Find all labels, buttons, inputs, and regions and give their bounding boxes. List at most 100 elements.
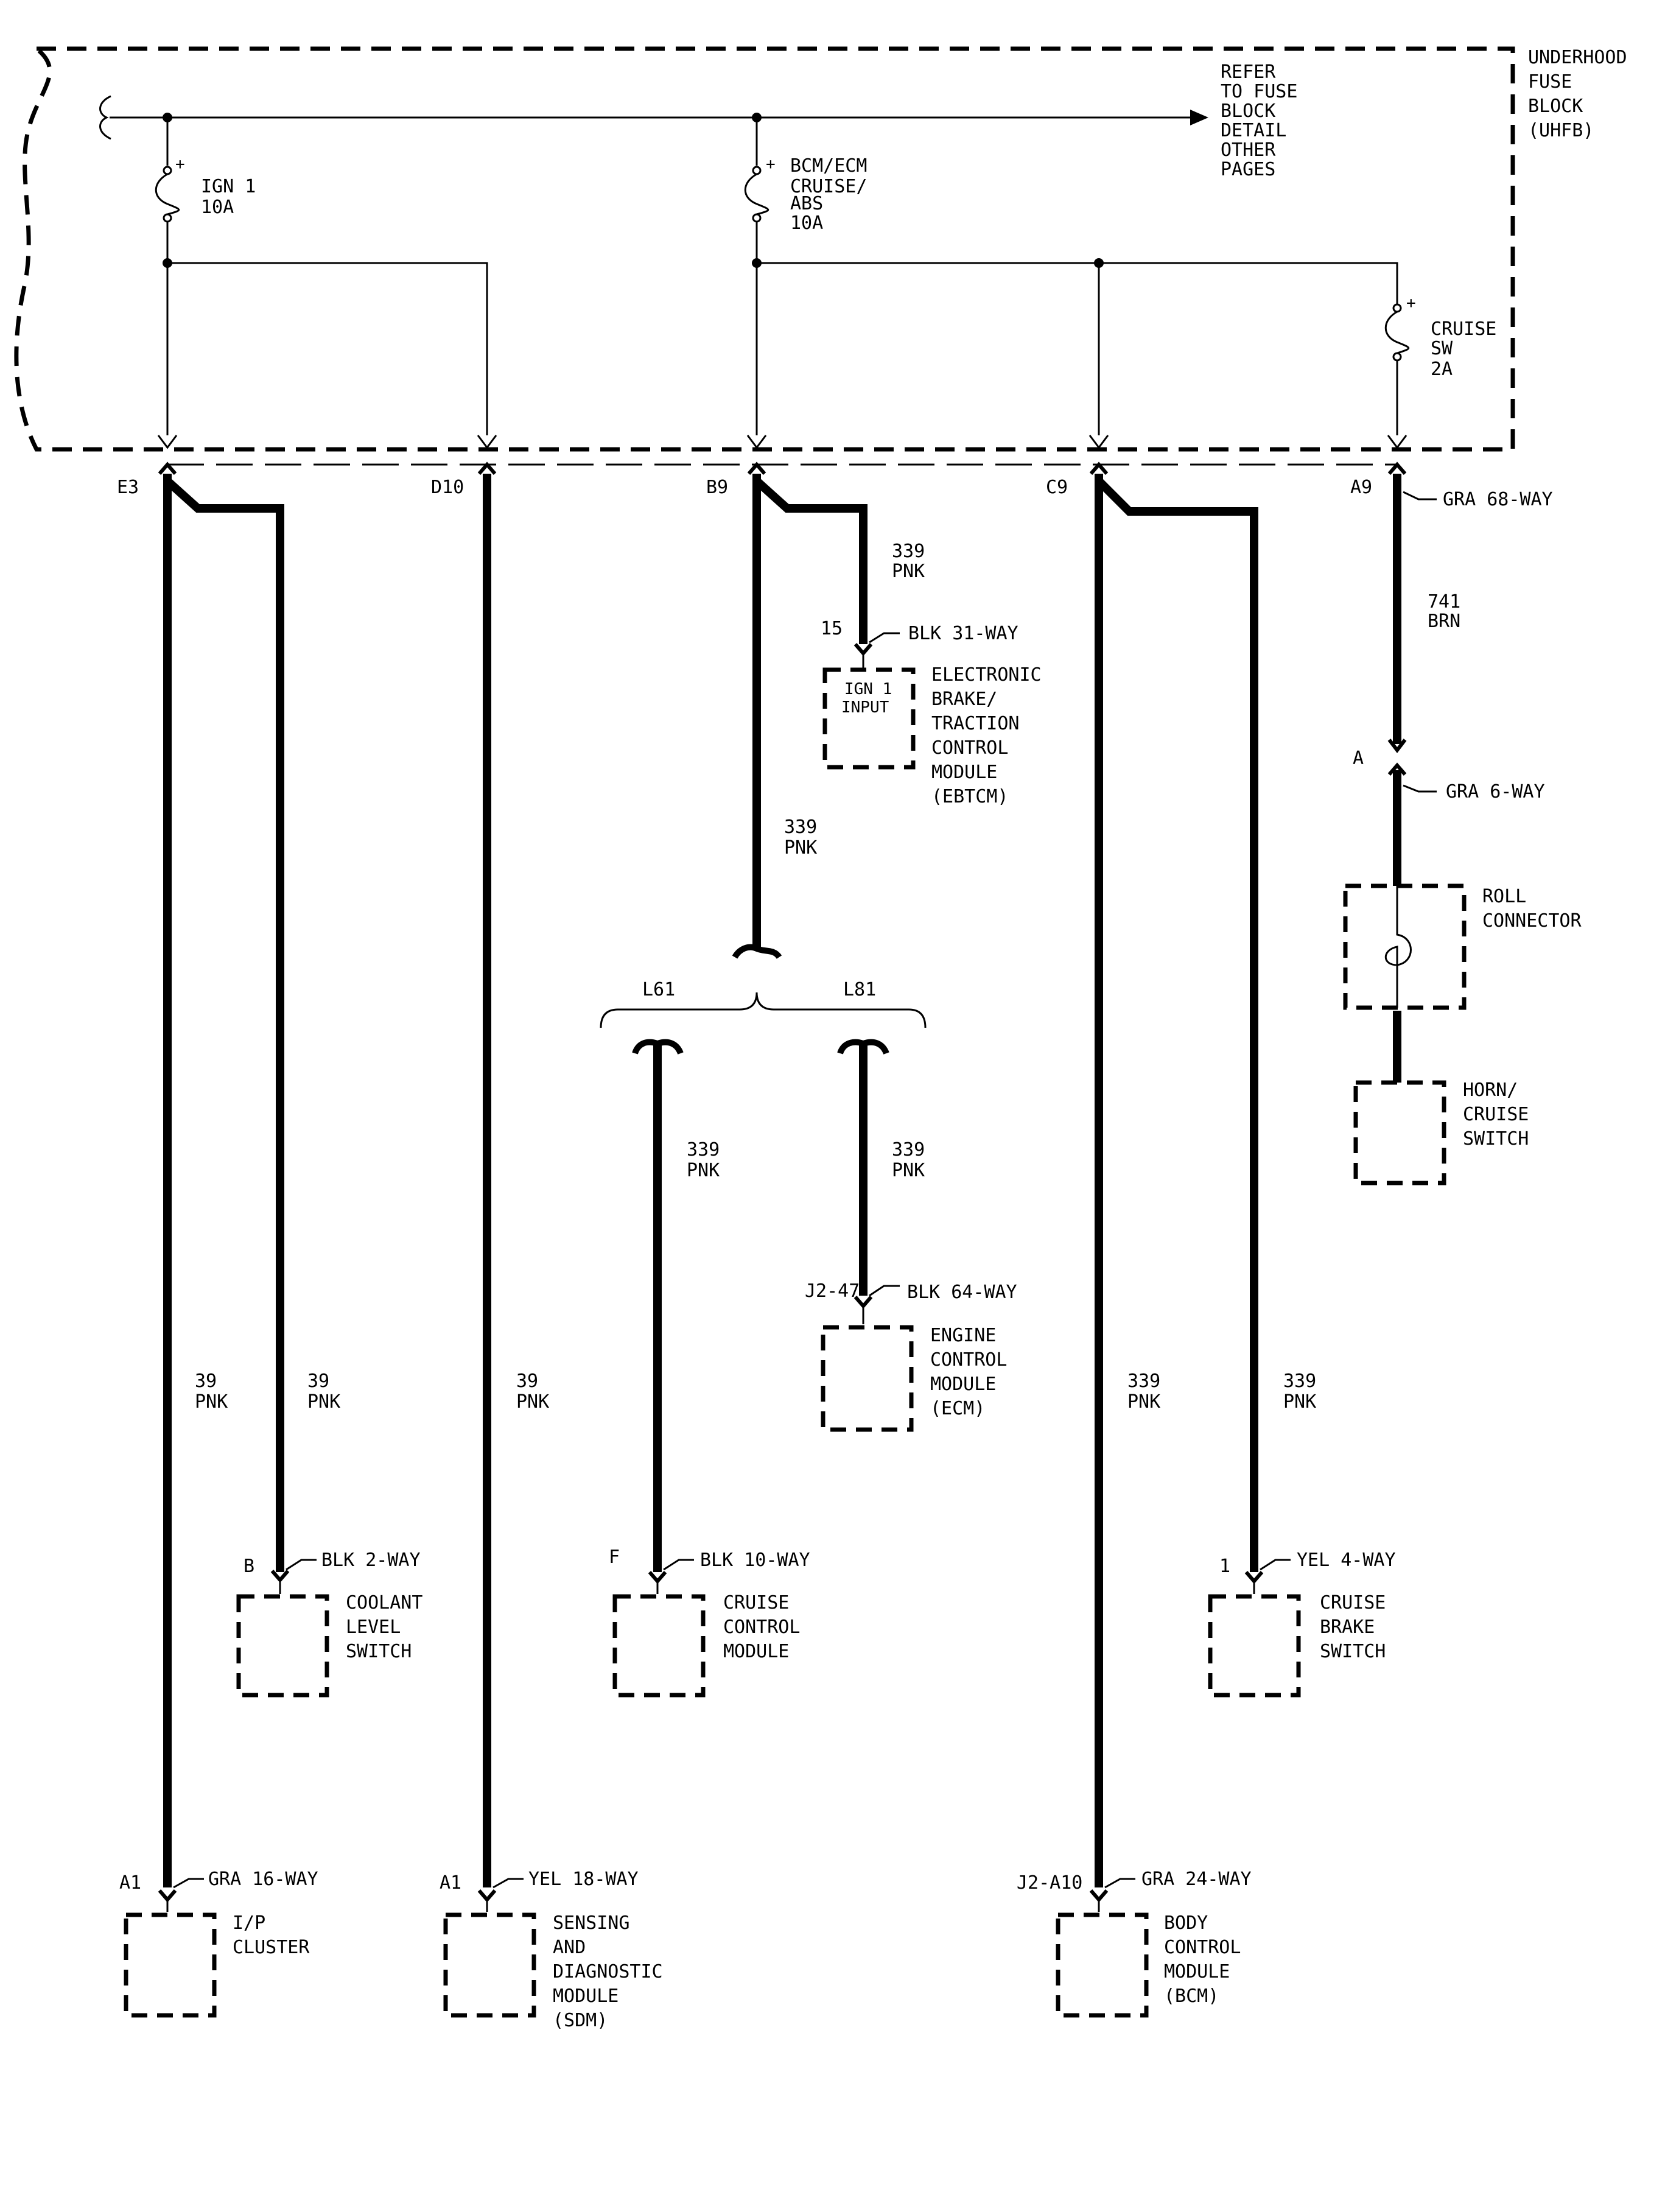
bcm-pin: J2-A10 xyxy=(1017,1872,1082,1894)
ebtcm-label-1: ELECTRONIC xyxy=(931,664,1042,686)
fuse-block-outline xyxy=(14,46,1515,452)
wire-d10-label-1: 39 xyxy=(516,1371,538,1392)
fuse-block-title-line-3: BLOCK xyxy=(1528,96,1583,117)
fuse-ign1-contact-bottom xyxy=(163,213,172,223)
fuse-bcm-ecm-contact-bottom xyxy=(752,213,762,223)
wire-b9-main-label-2: PNK xyxy=(784,837,817,858)
ecm-label-4: (ECM) xyxy=(930,1398,985,1419)
cruise-brake-switch-box xyxy=(1208,1594,1301,1698)
cbs-connector-leader xyxy=(1260,1559,1291,1571)
feed-e3-d10 xyxy=(167,262,488,435)
sdm-pin: A1 xyxy=(440,1872,461,1894)
cruise-control-module: F BLK 10-WAY CRUISE CONTROL MODULE xyxy=(609,1547,810,1698)
terminal-d10: D10 xyxy=(431,477,464,498)
terminal-arrows xyxy=(157,435,1407,449)
wire-b9-inline-connector xyxy=(732,944,782,960)
bus-bar-arrow xyxy=(1190,110,1208,125)
bus-bar-feed-symbol xyxy=(99,95,111,140)
roll-connector-box xyxy=(1343,883,1467,1010)
ecm-label-2: CONTROL xyxy=(930,1349,1007,1371)
wire-b9-main-label-1: 339 xyxy=(784,816,817,838)
ebtcm-chevron xyxy=(854,643,873,656)
coolant-connector: BLK 2-WAY xyxy=(321,1550,421,1571)
ip-cluster-pin: A1 xyxy=(119,1872,141,1894)
wire-a9-label-2: BRN xyxy=(1428,611,1460,632)
coolant-connector-leader xyxy=(286,1559,317,1571)
sdm-label-5: (SDM) xyxy=(553,2010,608,2031)
option-brace: L61 L81 xyxy=(600,979,927,1028)
horn-switch-label-2: CRUISE xyxy=(1463,1104,1529,1125)
wire-e3-branch-label-1: 39 xyxy=(307,1371,329,1392)
bcm-label-3: MODULE xyxy=(1164,1961,1230,1982)
fuse-cruise-sw-polarity: + xyxy=(1406,294,1416,312)
roll-connector-coil xyxy=(1384,886,1412,1008)
circuit-l81: 339 PNK xyxy=(837,1039,925,1296)
roll-connector-pin: A xyxy=(1353,748,1364,769)
sensing-diagnostic-module: A1 YEL 18-WAY SENSING AND DIAGNOSTIC MOD… xyxy=(440,1869,663,2031)
fuse-ign1-label-2: 10A xyxy=(201,197,234,218)
ip-cluster-chevron xyxy=(158,1889,177,1903)
fuse-bcm-ecm-label-2: CRUISE/ xyxy=(790,176,867,197)
sdm-connector: YEL 18-WAY xyxy=(528,1869,639,1890)
fuse-bcm-ecm-polarity: + xyxy=(766,155,776,174)
ip-cluster-label-2: CLUSTER xyxy=(233,1937,310,1958)
circuit-d10: 39 PNK xyxy=(483,474,549,1887)
chevron-c9 xyxy=(1089,462,1109,475)
fuse-bcm-ecm-element xyxy=(744,173,769,216)
bcm-label-2: CONTROL xyxy=(1164,1937,1241,1958)
option-l81: L81 xyxy=(843,979,876,1000)
terminal-b9: B9 xyxy=(706,477,728,498)
ebtcm-label-6: (EBTCM) xyxy=(931,786,1008,807)
uhfb-terminal-chevrons xyxy=(158,462,1407,475)
fuse-ign1-element xyxy=(155,173,180,216)
ecm-pin: J2-47 xyxy=(805,1280,860,1302)
wire-c9-branch xyxy=(1096,478,1258,1572)
arrow-a9 xyxy=(1387,435,1407,449)
wire-e3-branch-label-2: PNK xyxy=(307,1391,340,1413)
ccm-connector: BLK 10-WAY xyxy=(700,1550,810,1571)
ccm-pin: F xyxy=(609,1547,620,1568)
wire-b9-branch xyxy=(754,477,868,644)
arrow-d10 xyxy=(477,435,497,449)
terminal-e3: E3 xyxy=(117,477,139,498)
sdm-connector-leader xyxy=(492,1878,524,1889)
chevron-a9 xyxy=(1387,462,1407,475)
ecm-connector: BLK 64-WAY xyxy=(907,1282,1017,1303)
wire-c9-main-label-2: PNK xyxy=(1127,1391,1160,1413)
ecm-label-3: MODULE xyxy=(930,1374,996,1395)
bcm-chevron xyxy=(1089,1889,1109,1903)
coolant-level-switch-box xyxy=(236,1594,329,1698)
ebtcm-inner-1: IGN 1 xyxy=(844,680,892,698)
fuse-bcm-ecm-label-1: BCM/ECM xyxy=(790,155,867,177)
coolant-chevron xyxy=(270,1570,290,1583)
circuit-b9: 339 PNK 339 PNK xyxy=(732,474,925,960)
ccm-label-3: MODULE xyxy=(723,1641,789,1662)
ecm-label-1: ENGINE xyxy=(930,1325,996,1346)
refer-note-line-1: REFER xyxy=(1221,61,1276,83)
terminal-a9: A9 xyxy=(1350,477,1372,498)
refer-note-line-2: TO FUSE xyxy=(1221,81,1297,102)
fuse-cruise-sw-label-2: SW xyxy=(1431,338,1453,359)
underhood-fuse-block: UNDERHOOD FUSE BLOCK (UHFB) REFER TO FUS… xyxy=(14,46,1627,452)
horn-switch-label-1: HORN/ xyxy=(1463,1080,1518,1101)
option-brace-shape xyxy=(600,992,927,1028)
refer-note-line-4: DETAIL xyxy=(1221,120,1286,141)
fuse-ign1-label-1: IGN 1 xyxy=(201,176,256,197)
fuse-cruise-sw-label-3: 2A xyxy=(1431,359,1453,380)
ebtcm-label-3: TRACTION xyxy=(931,713,1020,734)
ccm-label-2: CONTROL xyxy=(723,1617,800,1638)
roll-connector-label-2: CONNECTOR xyxy=(1482,910,1582,932)
ip-cluster-label-1: I/P xyxy=(233,1912,265,1934)
refer-note-line-3: BLOCK xyxy=(1221,100,1275,122)
horn-cruise-switch-box xyxy=(1353,1080,1446,1185)
wire-l81-label-2: PNK xyxy=(892,1160,925,1181)
bcm-connector: GRA 24-WAY xyxy=(1141,1869,1252,1890)
fuse-bcm-ecm-label-3: ABS xyxy=(790,193,823,214)
cbs-label-2: BRAKE xyxy=(1320,1617,1375,1638)
horn-cruise-switch: HORN/ CRUISE SWITCH xyxy=(1353,1080,1529,1185)
body-control-module: J2-A10 GRA 24-WAY BODY CONTROL MODULE (B… xyxy=(1017,1869,1252,2018)
fuse-cruise-sw-contact-bottom xyxy=(1392,352,1402,362)
wire-l81-label-1: 339 xyxy=(892,1139,925,1160)
